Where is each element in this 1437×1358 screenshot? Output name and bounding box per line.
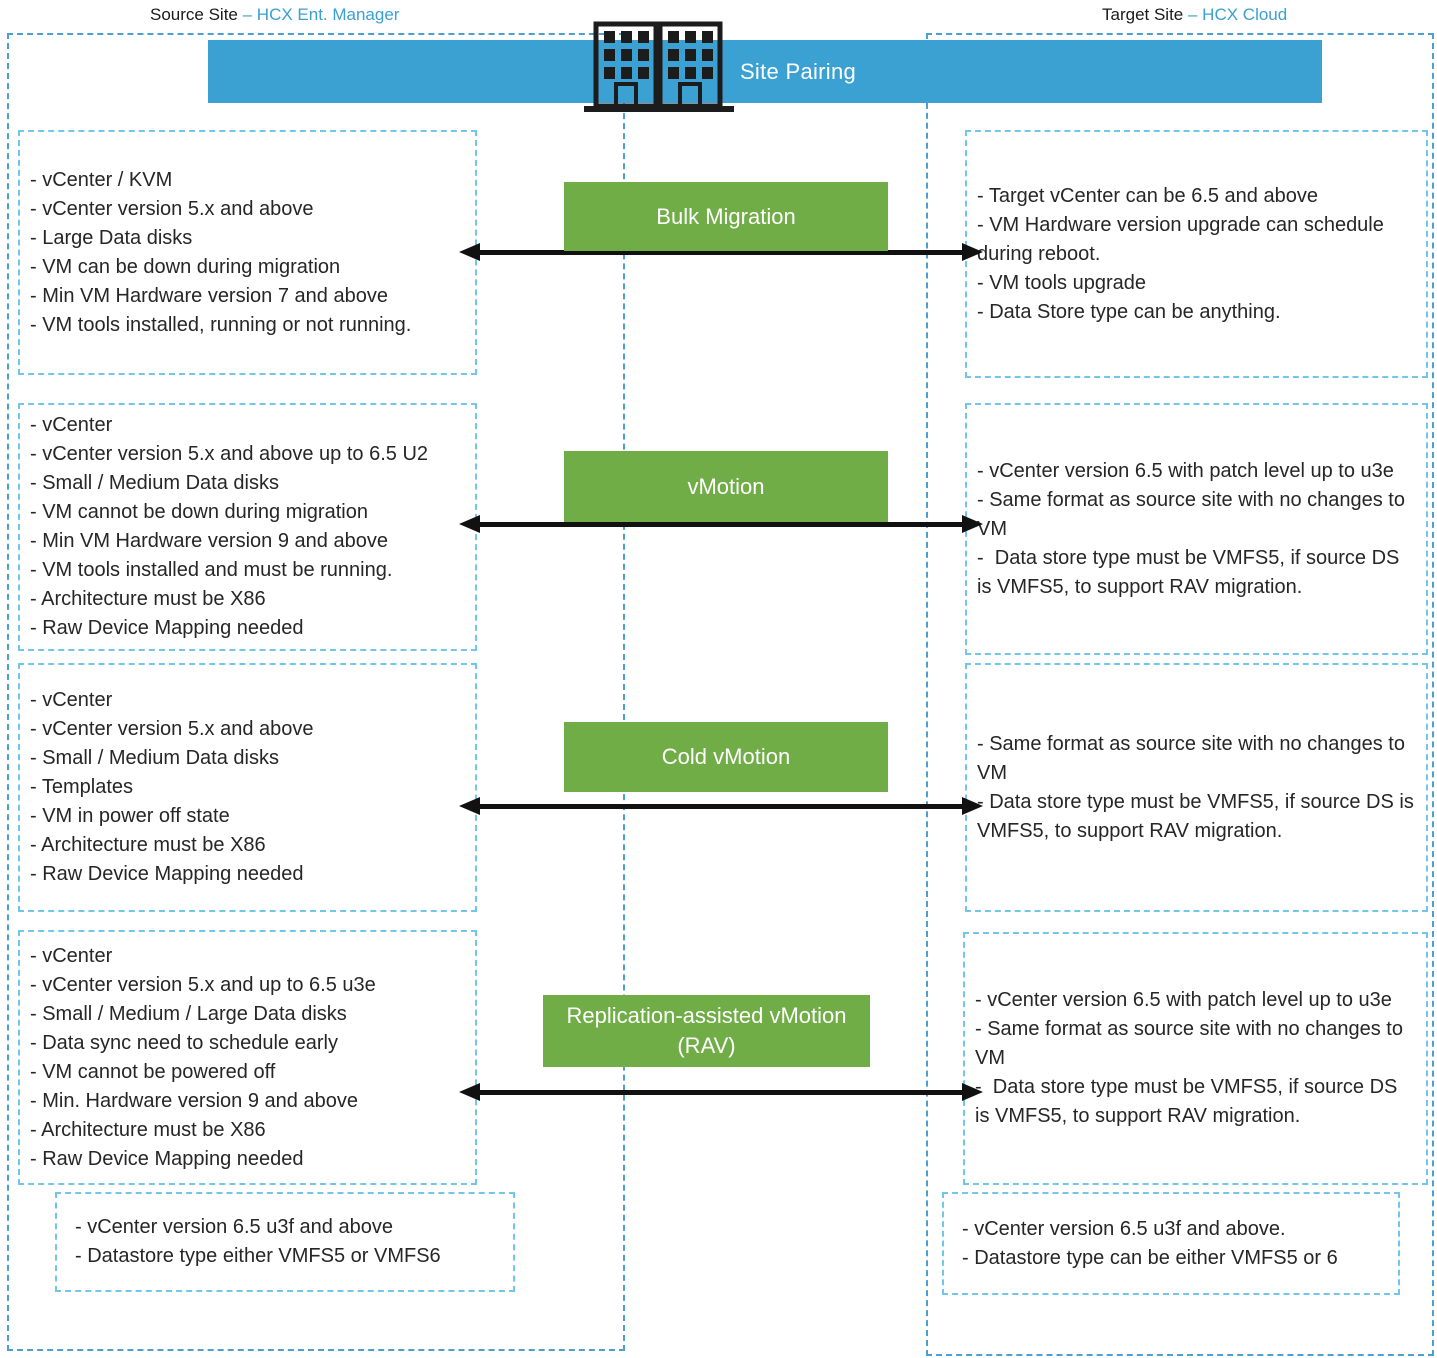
requirement-line: - Raw Device Mapping needed <box>30 863 304 885</box>
requirement-line: - VM tools installed and must be running… <box>30 559 393 581</box>
target-site-label: Target Site – HCX Cloud <box>1102 5 1287 25</box>
requirement-line: - Architecture must be X86 <box>30 1118 266 1141</box>
migration-type-cold-vmotion: Cold vMotion <box>564 722 888 792</box>
requirement-line: - Architecture must be X86 <box>30 588 266 610</box>
requirement-line: - VM cannot be powered off <box>30 1060 276 1083</box>
target-requirements-vmotion: - vCenter version 6.5 with patch level u… <box>965 403 1428 655</box>
requirement-line: - Small / Medium / Large Data disks <box>30 1002 347 1025</box>
requirement-line: - Templates <box>30 776 134 798</box>
requirement-line: - Data store type must be VMFS5, if sour… <box>977 790 1420 842</box>
requirement-line: - VM tools installed, running or not run… <box>30 313 412 336</box>
migration-arrow-rav <box>459 1083 983 1101</box>
site-pairing-banner: Site Pairing <box>208 40 1322 103</box>
requirement-line: - Architecture must be X86 <box>30 834 266 856</box>
requirement-line: - Data Store type can be anything. <box>977 300 1281 323</box>
requirement-line: - Same format as source site with no cha… <box>975 1018 1409 1069</box>
requirement-line: - vCenter version 6.5 with patch level u… <box>977 459 1394 482</box>
target-requirements-rav: - vCenter version 6.5 with patch level u… <box>963 932 1428 1185</box>
target-requirements-bulk-migration: - Target vCenter can be 6.5 and above - V… <box>965 130 1428 378</box>
target-container <box>926 33 1434 1356</box>
source-requirements-bulk-migration: - vCenter / KVM - vCenter version 5.x and… <box>18 130 477 375</box>
migration-type-vmotion: vMotion <box>564 451 888 522</box>
target-requirements-cold-vmotion: - Same format as source site with no cha… <box>965 663 1428 912</box>
target-footnote-box: - vCenter version 6.5 u3f and above. - Da… <box>942 1192 1400 1295</box>
requirement-line: - vCenter version 6.5 u3f and above. <box>962 1217 1286 1240</box>
source-site-label: Source Site – HCX Ent. Manager <box>150 5 399 25</box>
target-site-product: – HCX Cloud <box>1188 5 1288 24</box>
requirement-line: - Min. Hardware version 9 and above <box>30 1089 358 1112</box>
requirement-line: - Small / Medium Data disks <box>30 747 279 769</box>
requirement-line: - Raw Device Mapping needed <box>30 1147 304 1170</box>
requirement-line: - VM cannot be down during migration <box>30 501 368 523</box>
source-site-product: – HCX Ent. Manager <box>242 5 400 24</box>
requirement-line: - vCenter <box>30 944 113 967</box>
requirement-line: - Min VM Hardware version 7 and above <box>30 284 388 307</box>
source-container <box>7 33 625 1351</box>
buildings-icon <box>584 21 734 112</box>
requirement-line: - Datastore type can be either VMFS5 or … <box>962 1246 1338 1269</box>
requirement-line: - Datastore type either VMFS5 or VMFS6 <box>75 1245 441 1267</box>
migration-arrow-cold-vmotion <box>459 797 983 815</box>
requirement-line: - Same format as source site with no cha… <box>977 488 1411 540</box>
migration-type-rav: Replication-assisted vMotion (RAV) <box>543 995 870 1067</box>
migration-type-bulk-migration: Bulk Migration <box>564 182 888 251</box>
requirement-line: - vCenter <box>30 689 113 711</box>
requirement-line: - Data store type must be VMFS5, if sour… <box>975 1076 1403 1127</box>
requirement-line: - Same format as source site with no cha… <box>977 732 1411 784</box>
source-requirements-vmotion: - vCenter - vCenter version 5.x and above… <box>18 403 477 651</box>
source-requirements-cold-vmotion: - vCenter - vCenter version 5.x and above… <box>18 663 477 912</box>
source-footnote-box: - vCenter version 6.5 u3f and above - Dat… <box>55 1192 515 1292</box>
requirement-line: - Raw Device Mapping needed <box>30 617 304 639</box>
requirement-line: - vCenter version 5.x and above <box>30 718 314 740</box>
requirement-line: - Small / Medium Data disks <box>30 472 279 494</box>
requirement-line: - VM Hardware version upgrade can schedu… <box>977 213 1390 265</box>
requirement-line: - vCenter version 6.5 with patch level u… <box>975 989 1392 1011</box>
requirement-line: - Data store type must be VMFS5, if sour… <box>977 546 1405 598</box>
requirement-line: - vCenter version 5.x and above <box>30 197 314 220</box>
migration-arrow-vmotion <box>459 515 983 533</box>
site-pairing-title: Site Pairing <box>739 58 857 84</box>
source-requirements-rav: - vCenter - vCenter version 5.x and up to… <box>18 930 477 1185</box>
requirement-line: - vCenter version 5.x and above up to 6.… <box>30 443 429 465</box>
requirement-line: - VM can be down during migration <box>30 255 341 278</box>
requirement-line: - vCenter <box>30 414 113 436</box>
requirement-line: - vCenter version 5.x and up to 6.5 u3e <box>30 973 376 996</box>
requirement-line: - VM in power off state <box>30 805 230 827</box>
target-site-name: Target Site <box>1102 5 1188 24</box>
requirement-line: - vCenter / KVM <box>30 168 173 191</box>
requirement-line: - vCenter version 6.5 u3f and above <box>75 1216 393 1238</box>
requirement-line: - Data sync need to schedule early <box>30 1031 338 1054</box>
requirement-line: - VM tools upgrade <box>977 271 1146 294</box>
source-site-name: Source Site <box>150 5 243 24</box>
requirement-line: - Min VM Hardware version 9 and above <box>30 530 388 552</box>
requirement-line: - Large Data disks <box>30 226 193 249</box>
requirement-line: - Target vCenter can be 6.5 and above <box>977 184 1318 207</box>
migration-arrow-bulk <box>459 243 983 261</box>
